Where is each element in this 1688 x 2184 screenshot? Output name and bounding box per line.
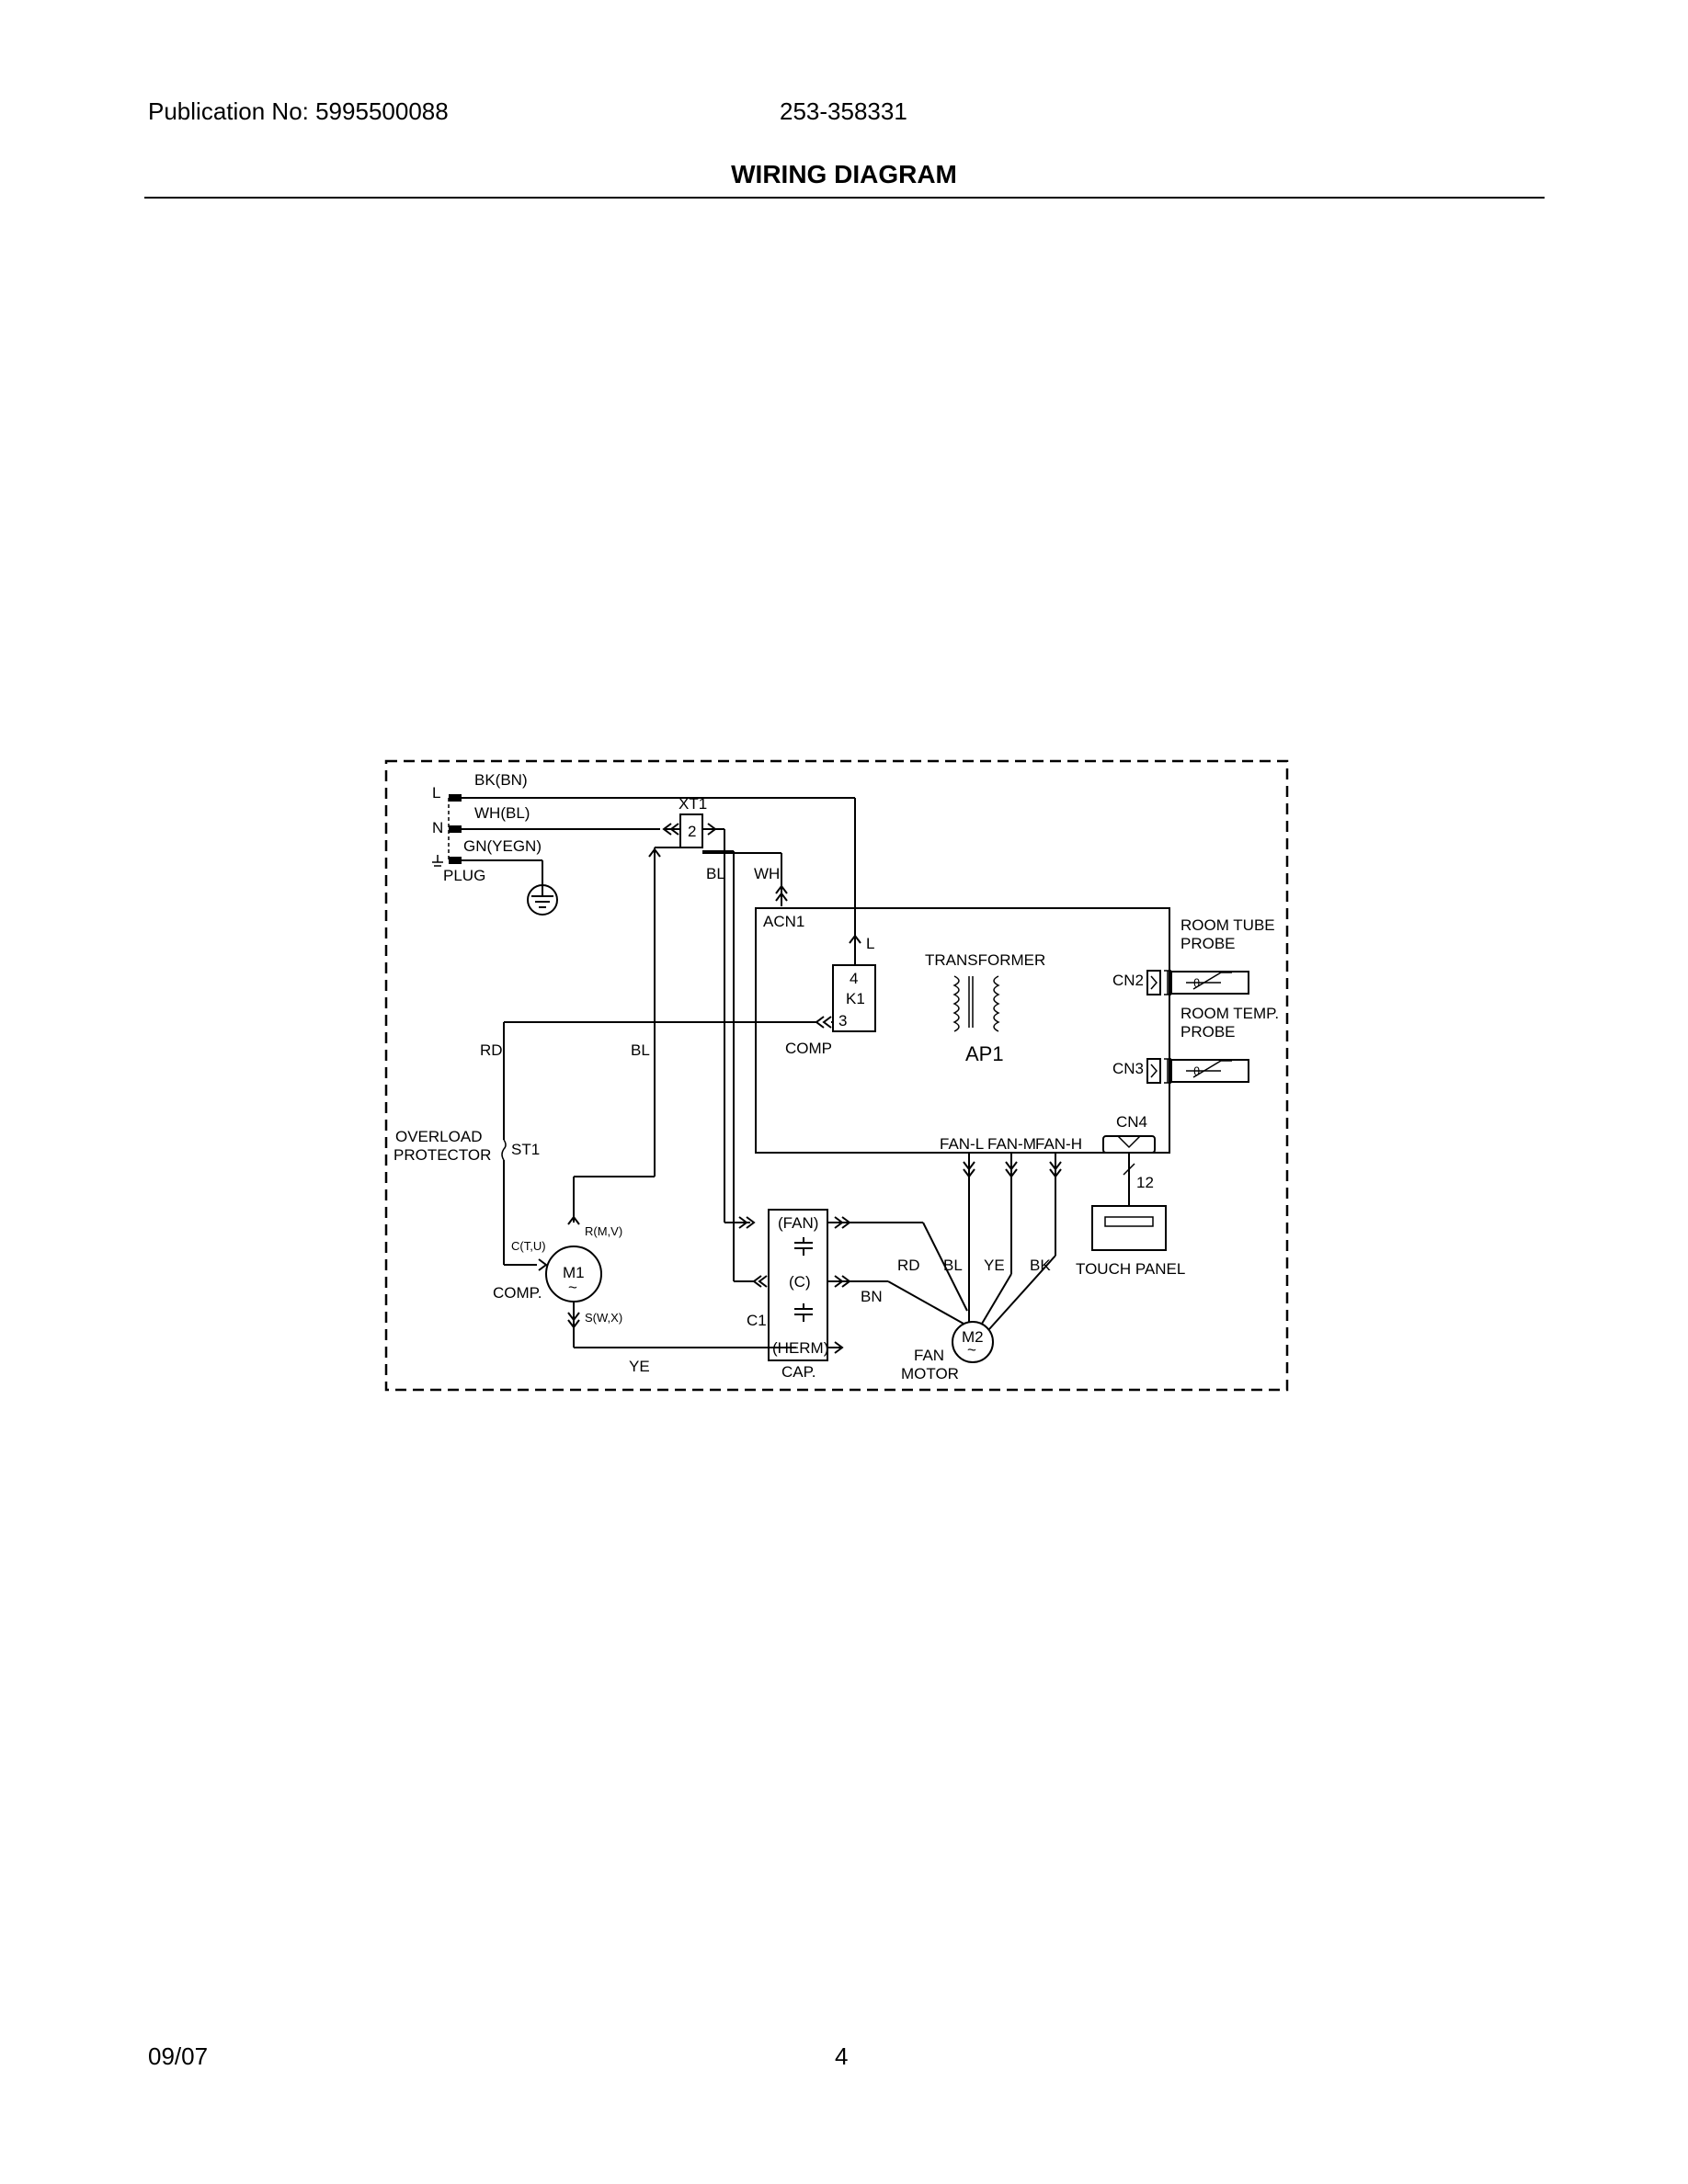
room-temp-probe: [1170, 1059, 1249, 1083]
page-title: WIRING DIAGRAM: [731, 160, 957, 188]
fan-m-label: FAN-M: [987, 1135, 1036, 1153]
wire-bl-top: BL: [706, 865, 725, 882]
cap-fan-label: (FAN): [778, 1214, 818, 1232]
connector-cn2: [1146, 970, 1161, 995]
fan-motor-m2: [952, 1321, 994, 1363]
comp-label-bottom: COMP.: [493, 1284, 542, 1302]
c1-label: C1: [747, 1312, 767, 1329]
room-tube-probe: [1170, 971, 1249, 995]
ap1-label: AP1: [965, 1042, 1004, 1065]
footer-date: 09/07: [148, 2042, 209, 2070]
wire-wh-top: WH: [754, 865, 780, 882]
relay-k1-label: K1: [846, 990, 865, 1007]
plug-pin-n: [449, 825, 462, 833]
cap-c-label: (C): [789, 1273, 811, 1291]
relay-pin-3: 3: [838, 1012, 847, 1029]
wire-ground-color: GN(YEGN): [463, 837, 542, 855]
wire-rd-left: RD: [480, 1041, 503, 1059]
m1-label: M1: [563, 1264, 585, 1281]
plug-pin-l: [449, 794, 462, 802]
transformer-label: TRANSFORMER: [925, 951, 1045, 969]
comp-r-terminal: R(M,V): [585, 1224, 622, 1238]
publication-number: Publication No: 5995500088: [148, 97, 449, 125]
theta-cn2: θ: [1193, 976, 1200, 990]
wire-ye-fan: YE: [984, 1257, 1005, 1274]
touch-panel-wires: 12: [1136, 1174, 1154, 1191]
fan-motor-label-2: MOTOR: [901, 1365, 959, 1382]
room-tube-label-2: PROBE: [1180, 935, 1236, 952]
wire-bl-mid: BL: [631, 1041, 650, 1059]
cn2-label: CN2: [1112, 972, 1144, 989]
plug-n-label: N: [432, 819, 443, 836]
control-board-ap1: [755, 907, 1170, 1154]
room-temp-label-1: ROOM TEMP.: [1180, 1005, 1279, 1022]
fan-l-label: FAN-L: [940, 1135, 984, 1153]
page-number: 4: [835, 2042, 849, 2070]
wire-ye-bottom: YE: [629, 1358, 650, 1375]
terminal-block-xt1: [679, 813, 703, 848]
overload-label-2: PROTECTOR: [393, 1146, 491, 1164]
transformer-icon: [952, 975, 1000, 1032]
wire-n-color: WH(BL): [474, 804, 530, 822]
wire-l-color: BK(BN): [474, 771, 528, 789]
board-l-label: L: [866, 935, 874, 952]
m1-tilde: ~: [568, 1279, 577, 1296]
fan-motor-label-1: FAN: [914, 1347, 944, 1364]
theta-cn3: θ: [1193, 1064, 1200, 1078]
wire-bk-fan: BK: [1030, 1257, 1051, 1274]
overload-label-1: OVERLOAD: [395, 1128, 482, 1145]
xt1-label: XT1: [679, 795, 707, 813]
room-temp-label-2: PROBE: [1180, 1023, 1236, 1041]
touch-panel: [1091, 1205, 1167, 1251]
wire-bl-fan: BL: [943, 1257, 963, 1274]
st1-label: ST1: [511, 1141, 540, 1158]
wire-bn: BN: [861, 1288, 883, 1305]
plug-pin-ground: [449, 857, 462, 864]
connector-cn3: [1146, 1058, 1161, 1084]
m2-tilde: ~: [967, 1341, 976, 1359]
wire-rd-fan: RD: [897, 1257, 920, 1274]
cn4-label: CN4: [1116, 1113, 1147, 1131]
relay-pin-4: 4: [850, 970, 858, 987]
m2-label: M2: [962, 1328, 984, 1346]
wiring-diagram: L N BK(BN) WH(BL) GN(YEGN) PLUG XT1 2 BL…: [384, 759, 1289, 1392]
comp-c-terminal: C(T,U): [511, 1239, 546, 1253]
connector-cn4: [1102, 1135, 1156, 1154]
capacitor-c1: [768, 1209, 828, 1361]
title-rule: [144, 197, 1545, 199]
relay-k1: [832, 964, 876, 1032]
plug-label: PLUG: [443, 867, 485, 884]
cap-herm-label: (HERM): [772, 1339, 828, 1357]
comp-label: COMP: [785, 1040, 832, 1057]
enclosure-border: [384, 759, 1289, 1392]
acn1-label: ACN1: [763, 913, 804, 930]
cap-label: CAP.: [781, 1363, 816, 1381]
xt1-terminal: 2: [688, 823, 696, 840]
touch-panel-label: TOUCH PANEL: [1076, 1260, 1185, 1278]
cn3-label: CN3: [1112, 1060, 1144, 1077]
plug-l-label: L: [432, 784, 440, 802]
part-number: 253-358331: [780, 97, 907, 125]
fan-h-label: FAN-H: [1035, 1135, 1082, 1153]
comp-s-terminal: S(W,X): [585, 1311, 622, 1325]
room-tube-label-1: ROOM TUBE: [1180, 916, 1275, 934]
